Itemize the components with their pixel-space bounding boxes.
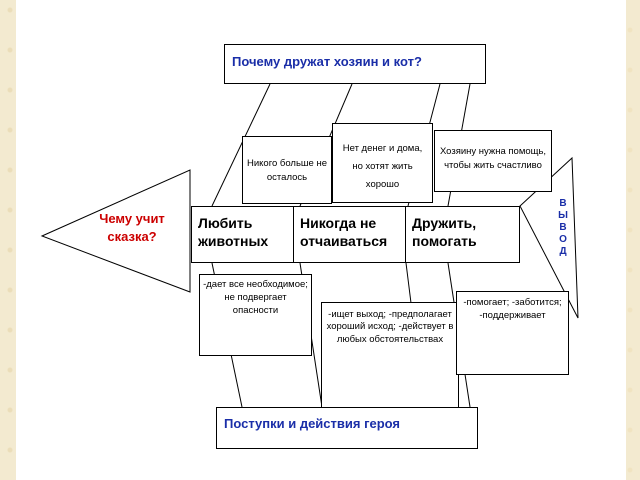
category-friendship: Дружить, помогать — [406, 206, 520, 263]
title-text: Почему дружат хозяин и кот? — [232, 54, 422, 69]
conclusion-letter: В — [559, 198, 567, 209]
category-love-animals: Любить животных — [191, 206, 294, 263]
conclusion-letter: Ы — [558, 210, 568, 221]
rib-none-left: Никого больше не осталось — [242, 136, 332, 204]
rib-help-needed: Хозяину нужна помощь, чтобы жить счастли… — [434, 130, 552, 192]
rib-cares: -помогает; -заботится; -поддерживает — [456, 291, 569, 375]
top-rib-1 — [211, 83, 271, 207]
conclusion-letter: В — [559, 222, 567, 233]
conclusion-letter: О — [559, 234, 567, 245]
rib-gives: -дает все необходимое; не подвергает опа… — [199, 274, 312, 356]
footer-text: Поступки и действия героя — [224, 416, 401, 431]
conclusion-letter: Д — [559, 246, 567, 257]
title-box: Почему дружат хозяин и кот? — [224, 44, 486, 84]
fish-head — [40, 169, 191, 293]
conclusion-label: В Ы В О Д — [556, 198, 570, 258]
rib-seeks: -ищет выход; -предполагает хороший исход… — [321, 302, 459, 410]
footer-box: Поступки и действия героя — [216, 407, 478, 449]
question-text: Чему учит сказка? — [99, 211, 165, 244]
rib-no-money: Нет денег и дома, но хотят жить хорошо — [332, 123, 433, 203]
category-never-despair: Никогда не отчаиваться — [294, 206, 406, 263]
